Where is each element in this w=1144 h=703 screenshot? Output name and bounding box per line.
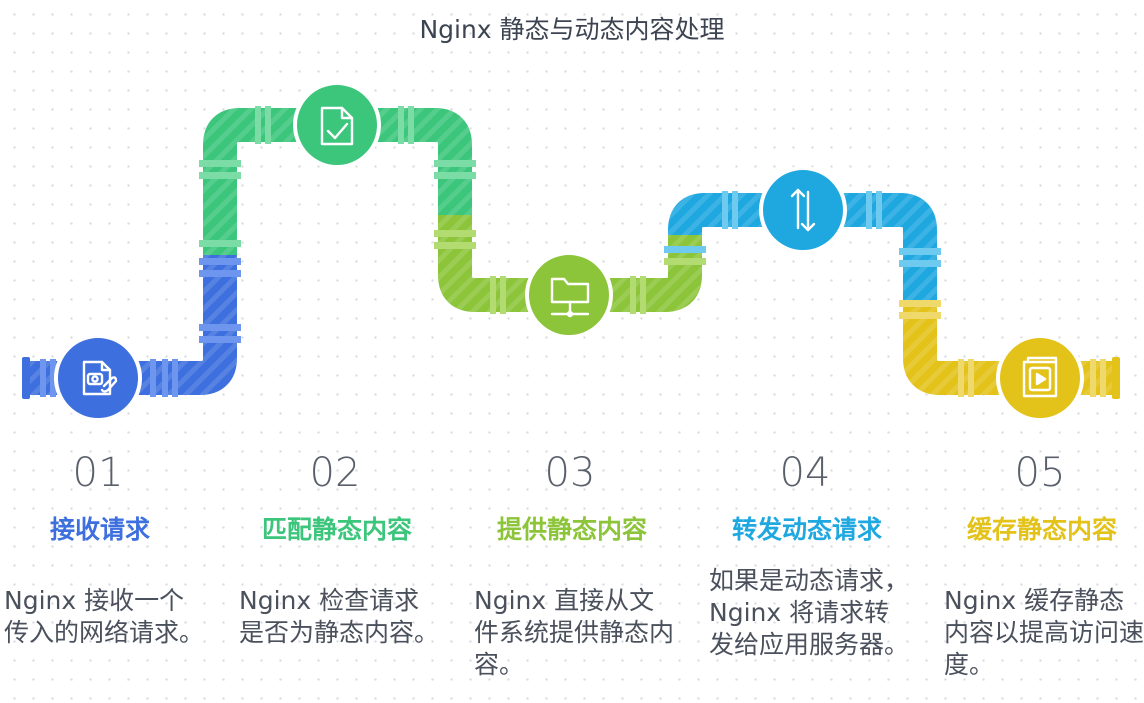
- step-description-04: 如果是动态请求，Nginx 将请求转发给应用服务器。: [709, 566, 910, 659]
- step-description-02: Nginx 检查请求是否为静态内容。: [239, 586, 440, 647]
- folder-network-icon: [550, 277, 590, 318]
- image-file-icon: [82, 360, 118, 396]
- step-column-03: 03 提供静态内容: [472, 450, 672, 546]
- step-node-02: [293, 81, 381, 169]
- pipeline-diagram: [22, 81, 1120, 422]
- step-node-05: [996, 334, 1084, 422]
- step-node-04: [759, 166, 847, 254]
- document-check-icon: [320, 106, 354, 146]
- step-number: 04: [779, 450, 831, 496]
- step-number: 02: [309, 450, 361, 496]
- up-down-arrows-icon: [790, 188, 816, 232]
- step-node-01: [54, 334, 142, 422]
- step-title: 匹配静态内容: [261, 515, 412, 544]
- step-description-05: Nginx 缓存静态内容以提高访问速度。: [944, 586, 1144, 679]
- pipe-segment-blue: [22, 255, 241, 399]
- step-description-03: Nginx 直接从文件系统提供静态内容。: [474, 586, 675, 679]
- page-title: Nginx 静态与动态内容处理: [419, 15, 725, 44]
- video-book-icon: [1022, 356, 1058, 398]
- step-number: 01: [72, 450, 124, 496]
- step-title: 接收请求: [49, 515, 150, 544]
- step-column-04: 04 转发动态请求: [707, 450, 907, 546]
- step-number: 05: [1014, 450, 1066, 496]
- step-column-02: 02 匹配静态内容: [237, 450, 437, 546]
- step-title: 转发动态请求: [731, 515, 882, 544]
- step-title: 提供静态内容: [496, 515, 647, 544]
- step-node-03: [525, 251, 613, 339]
- step-description-01: Nginx 接收一个传入的网络请求。: [4, 586, 205, 647]
- step-column-01: 01 接收请求: [0, 450, 200, 546]
- step-column-05: 05 缓存静态内容: [942, 450, 1142, 546]
- step-number: 03: [544, 450, 596, 496]
- step-title: 缓存静态内容: [966, 515, 1117, 544]
- pipe-segment-yellow: [899, 300, 1120, 399]
